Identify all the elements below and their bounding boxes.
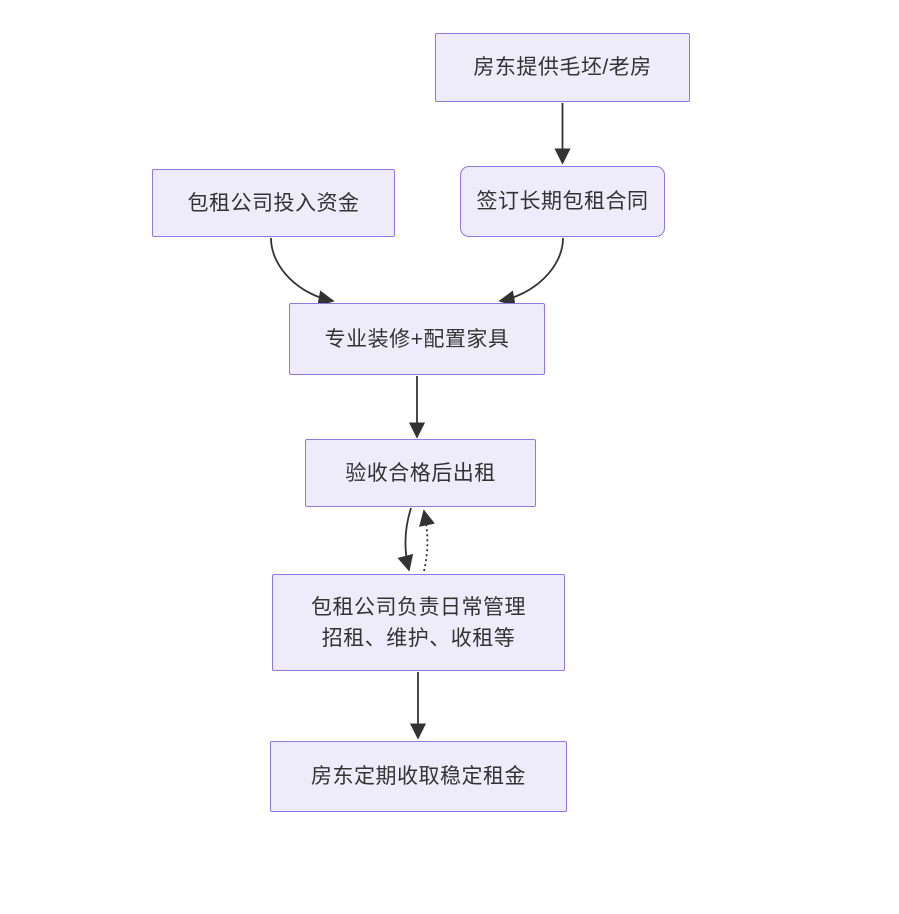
node-renovation-label: 专业装修+配置家具 xyxy=(324,327,510,351)
edge-invest-to-renovation xyxy=(270,237,335,307)
node-management-label-line1: 包租公司负责日常管理 xyxy=(311,595,526,619)
node-management: 包租公司负责日常管理 招租、维护、收租等 xyxy=(272,574,565,671)
node-landlord-provides: 房东提供毛坯/老房 xyxy=(435,33,690,102)
node-stable-rent: 房东定期收取稳定租金 xyxy=(270,741,567,812)
edge-inspection-to-management xyxy=(397,507,414,572)
node-renovation: 专业装修+配置家具 xyxy=(289,303,545,375)
node-inspection: 验收合格后出租 xyxy=(305,439,536,507)
node-company-invests-label: 包租公司投入资金 xyxy=(187,191,360,215)
edge-contract-to-renovation xyxy=(498,237,564,307)
node-inspection-label: 验收合格后出租 xyxy=(345,461,496,485)
node-sign-contract: 签订长期包租合同 xyxy=(460,166,665,237)
node-stable-rent-label: 房东定期收取稳定租金 xyxy=(311,765,526,788)
edge-management-to-inspection-dotted xyxy=(419,509,435,572)
node-sign-contract-label: 签订长期包租合同 xyxy=(476,190,649,213)
node-management-label-line2: 招租、维护、收租等 xyxy=(321,626,516,650)
node-landlord-provides-label: 房东提供毛坯/老房 xyxy=(473,56,652,79)
node-company-invests: 包租公司投入资金 xyxy=(152,169,395,237)
